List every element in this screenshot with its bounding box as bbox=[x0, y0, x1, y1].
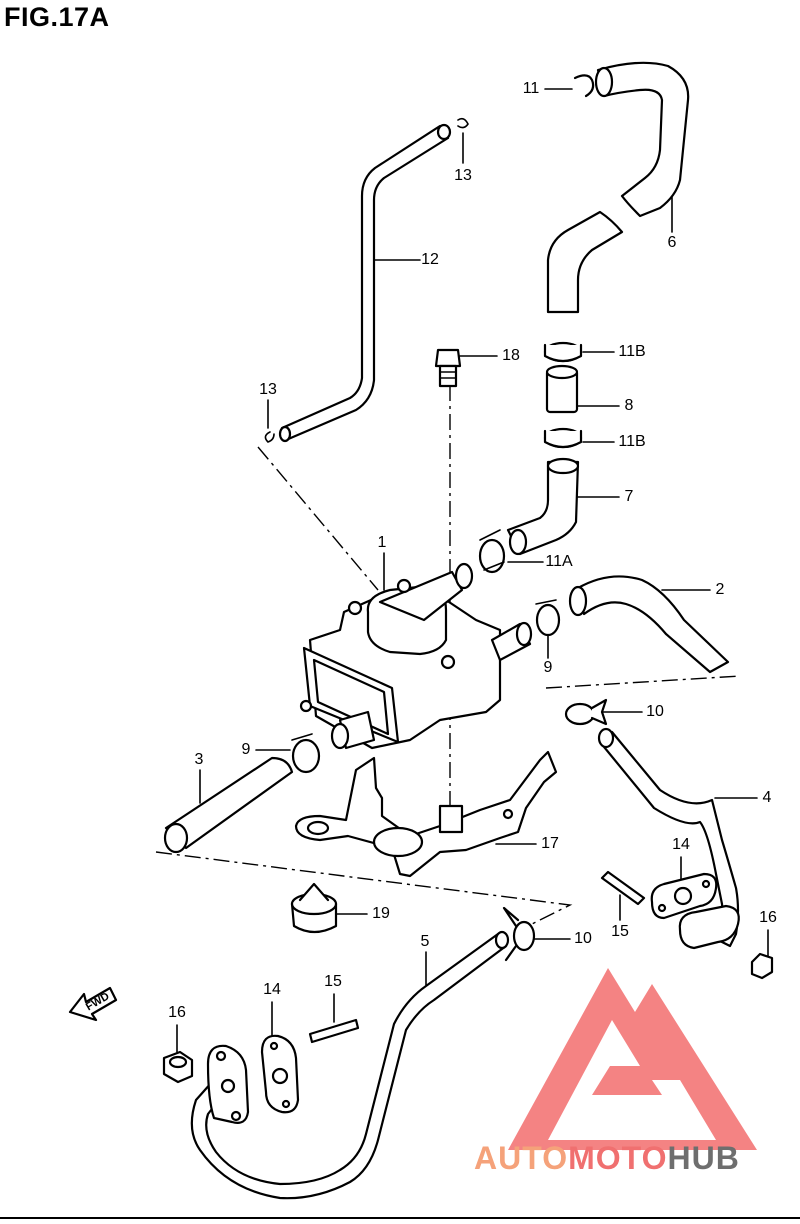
callout-c8: 8 bbox=[624, 397, 634, 414]
hose-3 bbox=[163, 756, 294, 854]
callout-c11b2: 11B bbox=[618, 433, 646, 450]
bolt-18 bbox=[434, 348, 462, 388]
callout-c1: 1 bbox=[377, 534, 387, 551]
clamp-11b-lower bbox=[543, 427, 583, 449]
clamp-9-right bbox=[535, 599, 561, 637]
callout-c3: 3 bbox=[194, 751, 204, 768]
callout-c10a: 10 bbox=[646, 703, 664, 720]
watermark-part2: MOTO bbox=[568, 1140, 668, 1176]
callout-c13a: 13 bbox=[454, 167, 472, 184]
callout-c17: 17 bbox=[541, 835, 559, 852]
callout-c5: 5 bbox=[420, 933, 430, 950]
callout-c9b: 9 bbox=[241, 741, 251, 758]
cap-19 bbox=[290, 882, 338, 934]
stud-15-right bbox=[600, 870, 646, 906]
flange-5 bbox=[206, 1044, 250, 1124]
watermark-text: AUTOMOTOHUB bbox=[474, 1140, 740, 1177]
callout-c4: 4 bbox=[762, 789, 772, 806]
callout-c16b: 16 bbox=[168, 1004, 186, 1021]
hose-2 bbox=[568, 575, 730, 674]
callout-c6: 6 bbox=[667, 234, 677, 251]
clamp-9-left bbox=[291, 733, 321, 774]
sleeve-8 bbox=[545, 364, 579, 414]
nut-16-left bbox=[162, 1050, 194, 1084]
watermark-part1: AUTO bbox=[474, 1140, 569, 1176]
callout-c9a: 9 bbox=[543, 659, 553, 676]
callout-c11b1: 11B bbox=[618, 343, 646, 360]
callout-c13b: 13 bbox=[259, 381, 277, 398]
callout-c14b: 14 bbox=[263, 981, 281, 998]
nut-16-right bbox=[750, 952, 774, 980]
callout-c19: 19 bbox=[372, 905, 390, 922]
elbow-7 bbox=[506, 457, 580, 556]
gasket-14-right bbox=[650, 872, 718, 920]
watermark-part3: HUB bbox=[667, 1140, 740, 1176]
leader-lines bbox=[176, 88, 769, 1053]
stud-15-left bbox=[308, 1018, 360, 1044]
valve-1 bbox=[299, 562, 533, 750]
bracket-17 bbox=[294, 750, 558, 878]
callout-c11a: 11A bbox=[545, 553, 573, 570]
reed-valve-10-lower bbox=[502, 906, 536, 962]
tube-12 bbox=[264, 117, 469, 443]
callout-c10b: 10 bbox=[574, 930, 592, 947]
callout-c2: 2 bbox=[715, 581, 725, 598]
callout-c18: 18 bbox=[502, 347, 520, 364]
watermark-logo bbox=[508, 968, 757, 1150]
callout-c15b: 15 bbox=[324, 973, 342, 990]
fwd-arrow-icon: FWD bbox=[68, 986, 118, 1022]
callout-c15a: 15 bbox=[611, 923, 629, 940]
clamp-11b-upper bbox=[543, 341, 583, 363]
pipe-5 bbox=[190, 930, 510, 1200]
figure-title: FIG.17A bbox=[4, 2, 110, 32]
flange-4 bbox=[678, 904, 740, 950]
callout-c14a: 14 bbox=[672, 836, 690, 853]
clamp-11a bbox=[478, 529, 506, 574]
callout-c7: 7 bbox=[624, 488, 634, 505]
gasket-14-left bbox=[260, 1034, 300, 1114]
callout-c12: 12 bbox=[421, 251, 439, 268]
callout-c16a: 16 bbox=[759, 909, 777, 926]
callout-c11: 11 bbox=[522, 80, 540, 97]
hose-6 bbox=[546, 61, 690, 314]
reed-valve-10-upper bbox=[564, 698, 608, 726]
